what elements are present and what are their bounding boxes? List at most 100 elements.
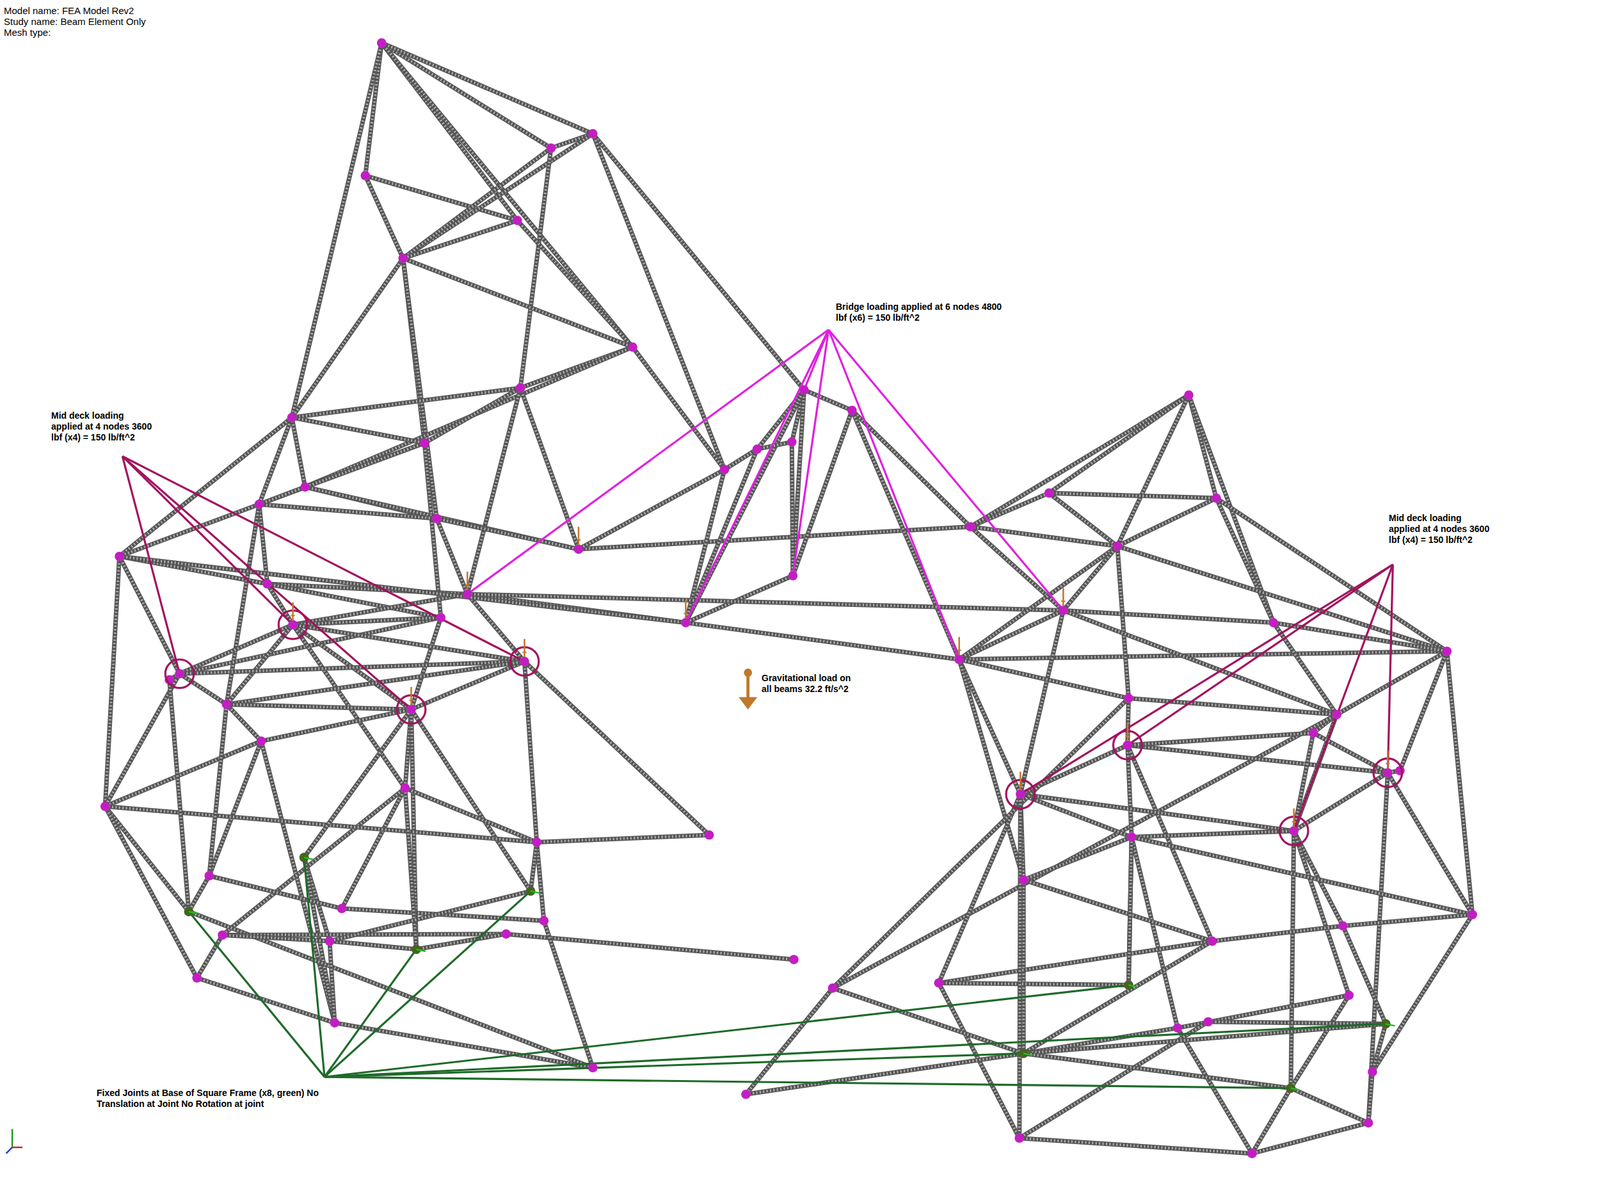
load-arrow [1292,808,1295,827]
leader-line [324,1052,1024,1077]
beam [1127,732,1314,745]
beam-mesh [578,469,725,549]
beam-mesh [381,42,633,347]
beam [403,257,633,347]
beam-mesh [524,661,710,835]
joint-node [1211,493,1222,504]
annotation-label: Fixed Joints at Base of Square Frame (x8… [95,1086,331,1110]
beam-mesh [304,709,411,857]
beam-mesh [959,659,1021,794]
beam-mesh [1022,879,1025,1053]
joint-node [546,143,557,153]
beam [1294,772,1389,831]
beam [1127,744,1213,941]
beam-mesh [1131,836,1178,1028]
joint-node [398,253,408,264]
fixture-marker [1385,1023,1395,1026]
beam [226,661,525,704]
fixture-marker [1023,1052,1033,1055]
load-arrow [465,584,470,586]
beam-mesh [1023,836,1132,880]
beam [424,387,521,443]
leader-line [324,1023,1386,1077]
beam-mesh [1019,793,1021,1138]
beam [1387,772,1472,915]
joint-node [1127,832,1137,842]
joint-node [1383,768,1393,778]
beam [1117,545,1129,699]
beam-mesh [1128,836,1132,985]
load-arrow [957,649,962,651]
beam-mesh [403,133,594,259]
joint-node [174,668,185,679]
leader-line [685,329,829,623]
beam-mesh [959,609,1064,660]
load-arrow [1291,821,1296,823]
beam [803,389,852,411]
beam [403,220,518,258]
beam [436,518,579,550]
beam [261,741,335,1023]
beam [226,704,262,741]
beam [403,147,552,258]
joint-node [515,383,526,393]
beam [959,659,1129,699]
joint-node [1288,826,1299,836]
beam-mesh [381,42,593,134]
beam [1290,1088,1369,1123]
beam-mesh [381,42,552,148]
beam-mesh [403,147,552,258]
beam [536,834,710,842]
beam-mesh [291,417,425,443]
beam [467,387,521,594]
beam-mesh [329,940,335,1023]
joint-node [799,385,809,395]
beam-mesh [226,661,525,704]
beam [745,1052,1024,1094]
beam [1019,793,1021,1138]
beam [1131,836,1178,1028]
beam [1131,830,1295,838]
beam [530,841,537,891]
leader-line [1294,564,1394,831]
beam [959,659,1021,794]
joint-node [741,1089,751,1099]
leader-line [188,911,325,1077]
beam [1128,698,1337,715]
beam-mesh [291,417,306,487]
beam-mesh [104,556,120,807]
fixture-marker [188,911,198,914]
joint-node [376,38,387,48]
beam [197,934,223,978]
beam-mesh [1048,492,1216,498]
joint-node [1344,990,1354,1000]
joint-node [538,915,549,926]
beam [291,257,404,418]
fixture-marker [1128,984,1138,987]
beam [226,704,412,710]
beam [1212,925,1343,941]
beam [436,518,468,594]
beam-mesh [179,673,227,704]
beam-mesh [832,698,1129,989]
load-arrow [410,686,413,706]
load-arrow [1062,587,1065,607]
beam-mesh [1117,394,1190,546]
beam [1313,732,1388,773]
beam-mesh [1216,497,1274,623]
beam-mesh [436,518,579,550]
beam [119,504,260,557]
beam-mesh [792,410,852,576]
joint-node [1207,936,1218,946]
load-arrow [1061,600,1065,602]
beam-mesh [685,622,959,660]
beam-mesh [1127,698,1129,745]
beam [578,469,725,549]
beam [745,987,833,1094]
beam [179,624,294,674]
beam [1023,1052,1291,1088]
beam-mesh [226,704,412,710]
beam [381,42,593,134]
joint-nodes [100,38,1478,1158]
joint-node [588,1062,598,1072]
